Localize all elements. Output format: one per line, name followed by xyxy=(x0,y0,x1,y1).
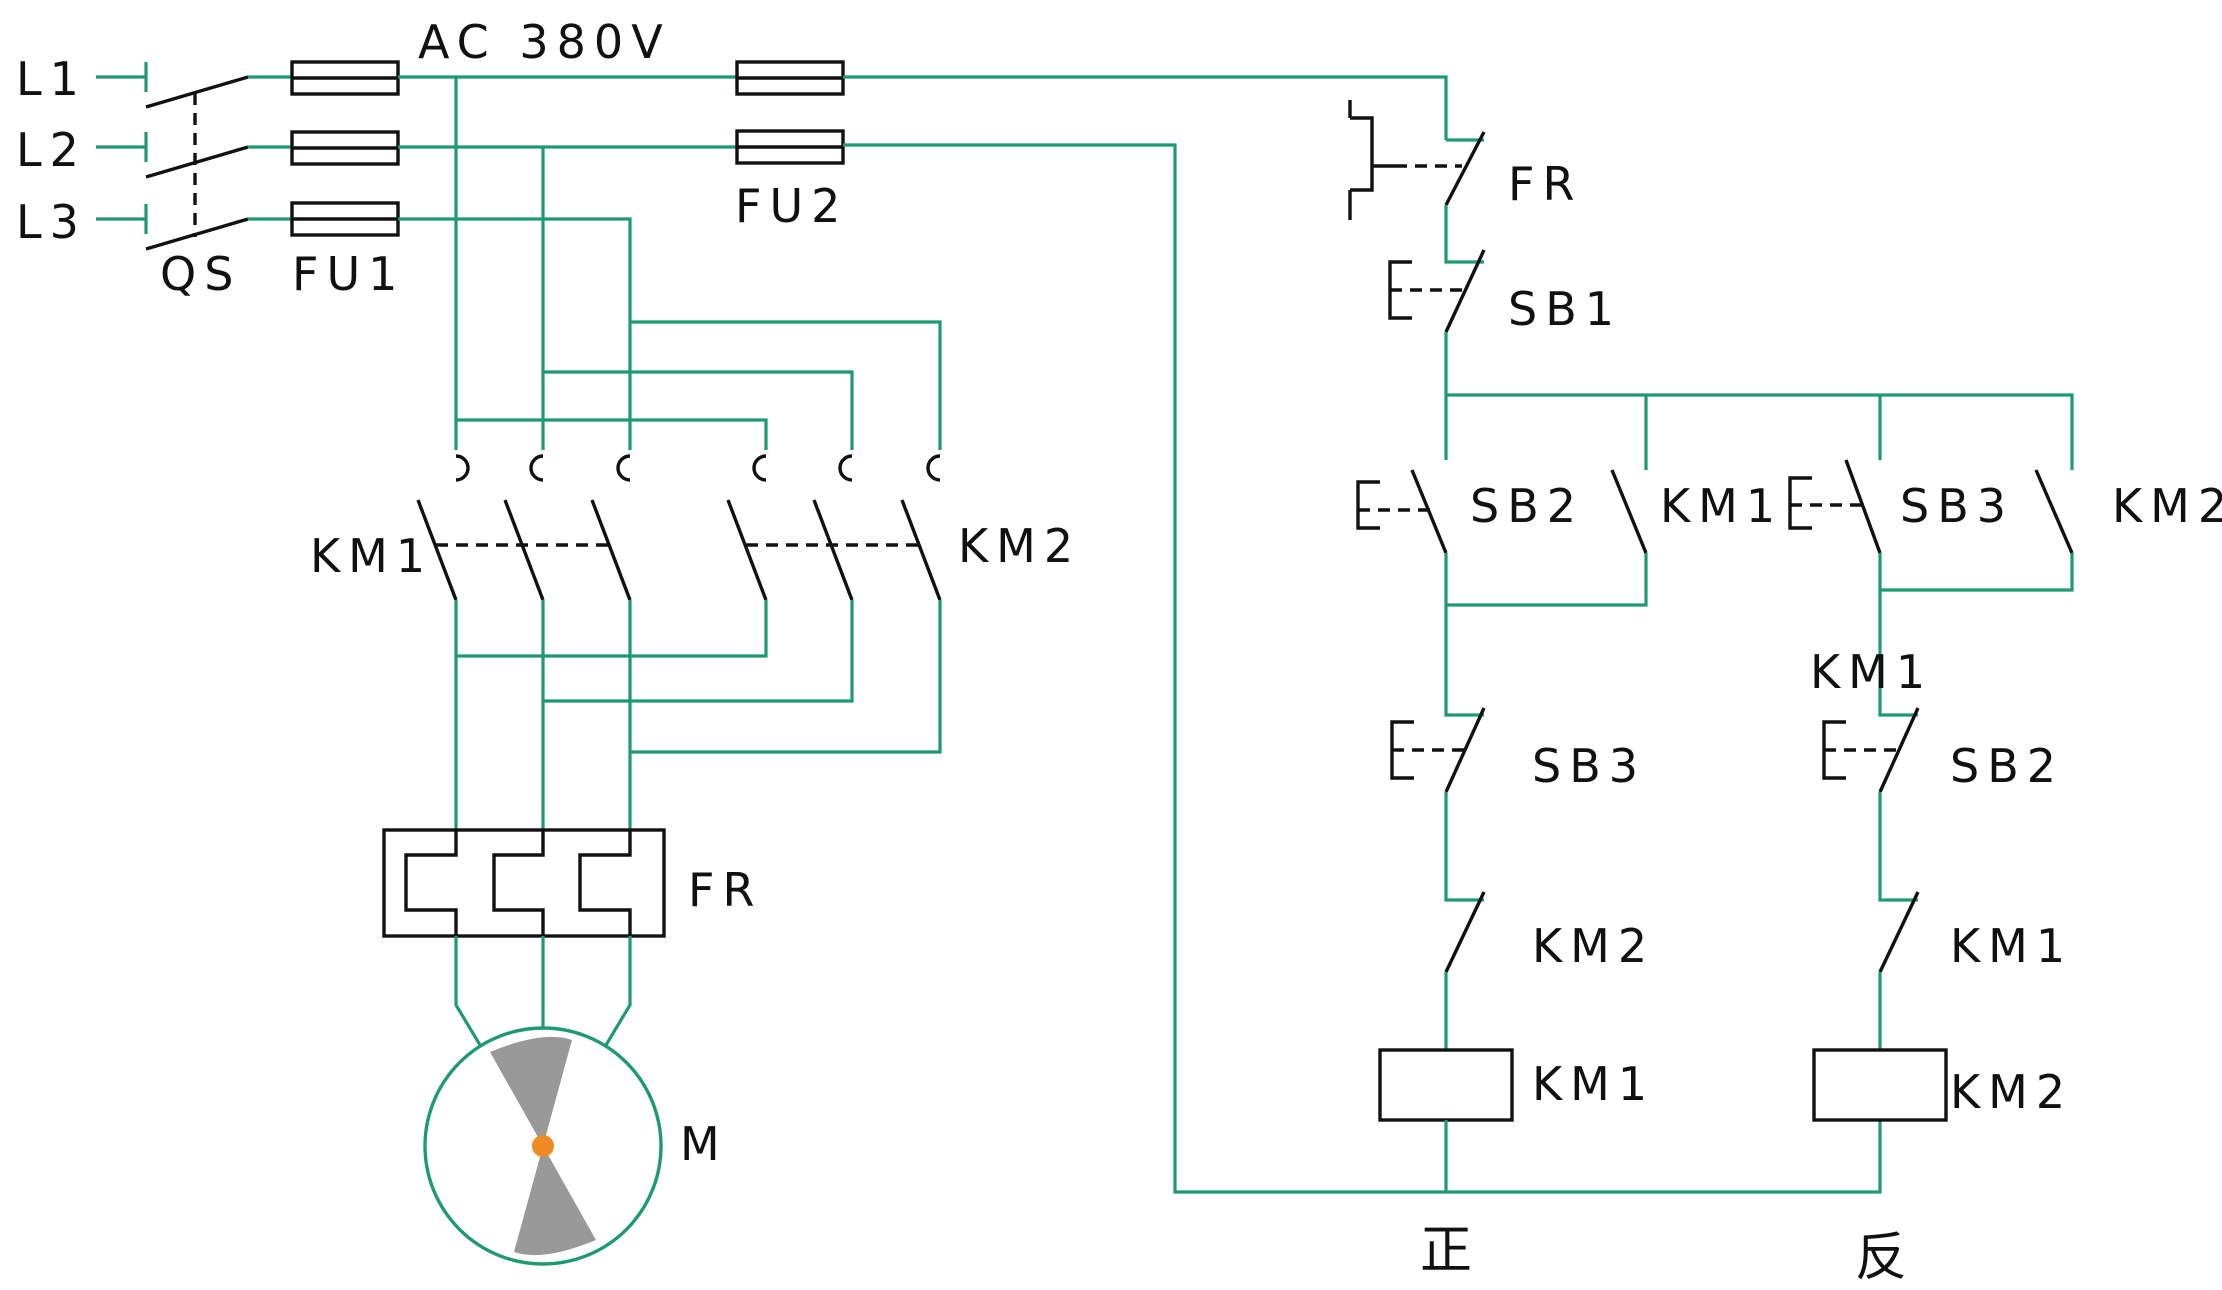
label-sb2-forward: SB2 xyxy=(1470,479,1584,533)
label-km1-hold: KM1 xyxy=(1660,479,1783,533)
label-km2-hold: KM2 xyxy=(2112,479,2222,533)
label-km1-interlock: KM1 xyxy=(1950,919,2073,973)
label-km2-coil: KM2 xyxy=(1950,1065,2073,1119)
reverse-interlock-chain xyxy=(1812,590,1948,1122)
label-fr-control: FR xyxy=(1508,157,1582,211)
label-km1-reverse-branch: KM1 xyxy=(1810,645,1933,699)
fr-thermal-contact xyxy=(1348,100,1486,264)
label-sb2-interlock: SB2 xyxy=(1950,739,2064,793)
label-l3: L3 xyxy=(16,195,87,249)
km2-main-contacts xyxy=(456,454,942,754)
label-fu2: FU2 xyxy=(735,179,848,233)
label-fr-main: FR xyxy=(688,863,762,917)
label-sb3-interlock: SB3 xyxy=(1532,739,1646,793)
label-km1-main: KM1 xyxy=(310,529,433,583)
qs-knife-switch xyxy=(96,62,249,251)
label-qs: QS xyxy=(160,247,241,301)
label-reverse: 反 xyxy=(1855,1228,1907,1288)
label-km2-main: KM2 xyxy=(958,519,1081,573)
label-ac-380v: AC 380V xyxy=(418,15,671,69)
km1-hold-contact xyxy=(1610,469,1648,554)
fu2-fuses xyxy=(735,60,1882,1194)
label-l2: L2 xyxy=(16,123,87,177)
label-fu1: FU1 xyxy=(292,247,405,301)
km1-main-contacts xyxy=(416,420,632,830)
label-l1: L1 xyxy=(16,52,87,106)
control-branch-bus xyxy=(1444,393,2074,470)
forward-interlock-chain xyxy=(1378,605,1514,1192)
fu1-fuses xyxy=(248,60,400,237)
label-sb1: SB1 xyxy=(1508,282,1622,336)
main-bus-lines xyxy=(398,75,942,450)
label-sb3-reverse: SB3 xyxy=(1900,479,2014,533)
reverse-start-sb3 xyxy=(1788,459,2074,592)
label-forward: 正 xyxy=(1420,1221,1472,1281)
label-km2-interlock: KM2 xyxy=(1532,919,1655,973)
fr-thermal-relay-main xyxy=(382,828,666,938)
motor-m xyxy=(423,936,663,1266)
forward-start-sb2 xyxy=(1356,469,1648,607)
km2-hold-contact xyxy=(2034,469,2074,554)
label-motor-m: M xyxy=(680,1117,728,1171)
sb1-stop-button xyxy=(1388,249,1486,395)
label-km1-coil: KM1 xyxy=(1532,1057,1655,1111)
